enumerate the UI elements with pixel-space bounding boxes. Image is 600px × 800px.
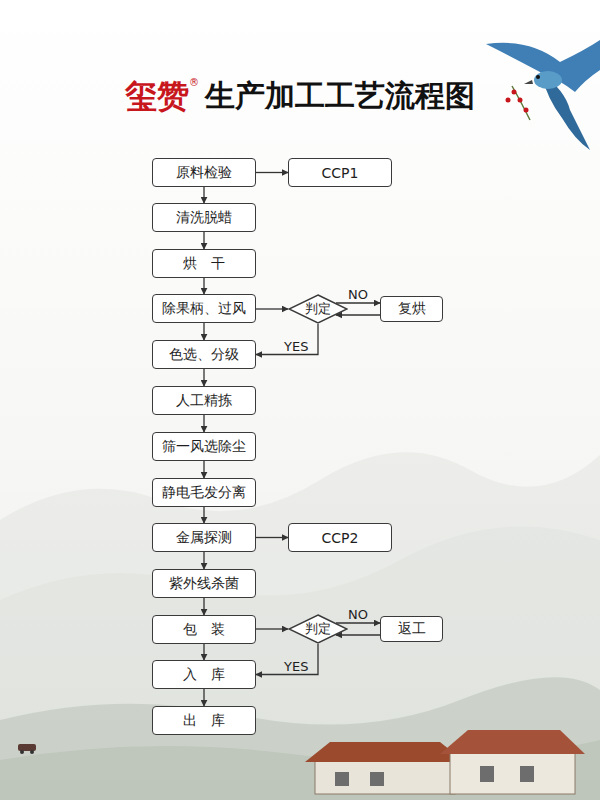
flow-arrow	[203, 232, 204, 249]
flow-arrow	[203, 598, 204, 615]
process-box: 色选、分级	[152, 340, 256, 369]
registered-mark: ®	[189, 76, 199, 90]
edge-label: YES	[284, 660, 308, 674]
control-point-box: CCP2	[288, 523, 392, 552]
flow-arrow	[336, 302, 380, 303]
flow-arrow	[203, 323, 204, 340]
bird	[486, 40, 600, 150]
control-point-box: CCP1	[288, 158, 392, 187]
process-box: 人工精拣	[152, 386, 256, 415]
flow-arrow	[203, 552, 204, 569]
flow-arrow	[336, 622, 380, 623]
node-text: 色选、分级	[169, 346, 239, 364]
process-box: 静电毛发分离	[152, 478, 256, 507]
edge-label: NO	[348, 608, 368, 622]
flow-arrow	[256, 308, 288, 309]
process-box: 紫外线杀菌	[152, 569, 256, 598]
process-box: 入 库	[152, 660, 256, 689]
flow-arrow	[203, 415, 204, 432]
node-text: 原料检验	[176, 164, 232, 182]
node-text: 复烘	[398, 300, 426, 318]
process-box: 金属探测	[152, 523, 256, 552]
node-text: 判定	[305, 300, 331, 318]
near-hills	[0, 677, 600, 800]
flow-arrow	[203, 278, 204, 294]
flow-arrow	[203, 369, 204, 386]
node-text: 除果柄、过风	[162, 300, 246, 318]
node-text: 金属探测	[176, 529, 232, 547]
node-text: 静电毛发分离	[162, 484, 246, 502]
process-box: 原料检验	[152, 158, 256, 187]
flow-arrow	[203, 689, 204, 706]
farmhouse	[305, 730, 585, 794]
flow-arrow	[203, 507, 204, 523]
process-box: 返工	[380, 616, 443, 642]
process-box: 筛一风选除尘	[152, 432, 256, 461]
flow-arrow	[256, 628, 288, 629]
node-text: 清洗脱蜡	[176, 209, 232, 227]
process-box: 清洗脱蜡	[152, 203, 256, 232]
flow-arrow	[256, 644, 318, 675]
flow-arrow	[336, 314, 380, 315]
flow-arrow	[203, 461, 204, 478]
node-text: 人工精拣	[176, 392, 232, 410]
brand-logo: 玺赞	[125, 76, 189, 116]
node-text: 包 装	[183, 621, 225, 639]
node-text: 返工	[398, 620, 426, 638]
title-row: 玺赞® 生产加工工艺流程图	[0, 76, 600, 116]
mist-mountains	[0, 452, 600, 800]
flow-arrow	[203, 644, 204, 660]
process-box: 复烘	[380, 296, 443, 322]
diagram-title: 生产加工工艺流程图	[205, 76, 475, 116]
car	[18, 744, 36, 754]
node-text: 筛一风选除尘	[162, 438, 246, 456]
decision-diamond: 判定	[288, 614, 348, 644]
flow-arrow	[336, 634, 380, 635]
node-text: CCP1	[322, 165, 359, 181]
flow-arrow	[256, 324, 318, 355]
process-box: 包 装	[152, 615, 256, 644]
flow-arrow	[256, 172, 288, 173]
node-text: CCP2	[322, 530, 359, 546]
process-box: 出 库	[152, 706, 256, 735]
edge-label: YES	[284, 340, 308, 354]
node-text: 烘 干	[183, 255, 225, 273]
node-text: 入 库	[183, 666, 225, 684]
node-text: 出 库	[183, 712, 225, 730]
node-text: 判定	[305, 620, 331, 638]
process-box: 烘 干	[152, 249, 256, 278]
process-box: 除果柄、过风	[152, 294, 256, 323]
flow-arrow	[203, 187, 204, 203]
edge-label: NO	[348, 288, 368, 302]
node-text: 紫外线杀菌	[169, 575, 239, 593]
flow-arrow	[256, 537, 288, 538]
decision-diamond: 判定	[288, 294, 348, 324]
